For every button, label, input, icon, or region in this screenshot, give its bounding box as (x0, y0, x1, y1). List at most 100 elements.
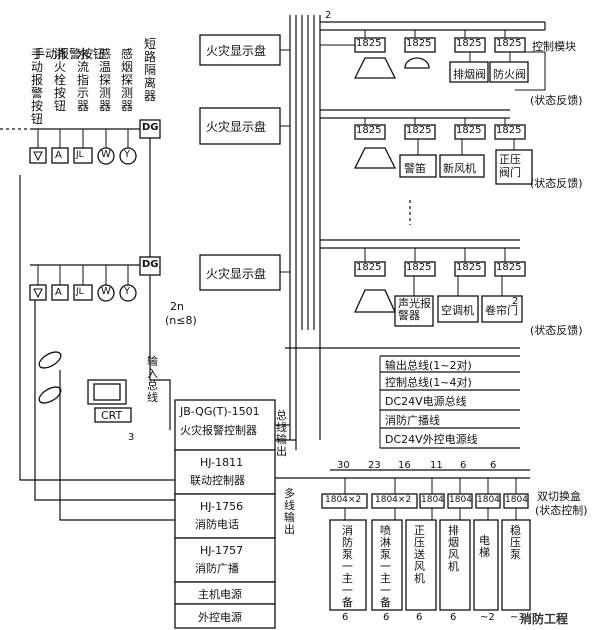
panel-main-power-name: 主机电源 (198, 588, 242, 601)
fresh-air-label: 新风机 (443, 162, 476, 175)
control-module-title: 控制模块 (532, 40, 576, 53)
smoke-valve-label: 排烟阀 (453, 68, 486, 81)
state-feedback-1: (状态反馈) (530, 94, 583, 107)
panel-linkage-name: 联动控制器 (190, 474, 245, 487)
symbol-y-2: Y (124, 286, 131, 297)
bottom-count-3: 6 (416, 612, 423, 623)
fire-display-panel-3 (199, 254, 281, 291)
bottom-count-2: 6 (383, 612, 390, 623)
air-conditioner-label: 空调机 (441, 304, 474, 317)
wire-count-top: 2 (325, 10, 332, 21)
fire-display-panel-2 (199, 107, 281, 145)
module-group-3 (353, 248, 526, 327)
detector-row-1 (29, 119, 161, 165)
roller-shutter-label: 卷帘门 (485, 304, 518, 317)
equip-elevator: 电梯 (479, 534, 490, 559)
equipment-row (329, 508, 531, 611)
equip-fire-pump: 消防泵一主一备 (342, 524, 353, 609)
speaker-icon (353, 289, 397, 313)
fire-damper-box (489, 61, 529, 83)
speaker-icon (353, 147, 397, 169)
panel-phone (174, 493, 276, 539)
equip-sprinkler-pump: 喷淋泵一主一备 (380, 524, 391, 609)
detector-label-1: 手动报警按钮 (33, 46, 105, 61)
bus-input-label: 输入总线 (147, 355, 158, 404)
symbol-jl-2: JL (76, 287, 84, 297)
panel-linkage-model: HJ-1811 (200, 456, 244, 469)
detector-label-smoke: 感烟探测器 (121, 47, 134, 113)
controller-model: JB-QG(T)-1501 (180, 405, 260, 418)
state-feedback-2: (状态反馈) (530, 177, 583, 190)
equip-pressure-fan: 正压送风机 (414, 524, 425, 585)
switch-box-2: 1804×2 (375, 495, 412, 505)
air-conditioner-box (437, 295, 479, 323)
top-count-6: 6 (490, 460, 497, 471)
switch-box-1: 1804×2 (325, 495, 362, 505)
fire-display-1-label: 火灾显示盘 (206, 44, 267, 58)
module-group-1 (353, 30, 546, 91)
module-1825: 1825 (356, 125, 382, 136)
isolator-label-1: DG (142, 122, 159, 133)
wire-count-crt: 3 (128, 432, 135, 443)
detector-label-heat: 感温探测器 (99, 47, 112, 113)
watermark-text: 消防工程 (520, 612, 569, 626)
heat-detector-icon (97, 147, 115, 165)
bottom-count-4: 6 (450, 612, 457, 623)
switch-box-4: 1804 (449, 495, 472, 505)
module-1825: 1825 (496, 125, 522, 136)
symbol-y-1: Y (124, 149, 131, 160)
wire-count-right: 2 (512, 296, 519, 307)
detector-row-2 (29, 256, 161, 302)
fire-display-3-label: 火灾显示盘 (206, 267, 267, 281)
top-count-3: 16 (398, 460, 411, 471)
legend-dc24-bus: DC24V电源总线 (385, 395, 467, 408)
detector-label-manual: 手动报警按钮 (31, 47, 44, 126)
panel-phone-name: 消防电话 (195, 518, 239, 531)
panel-phone-model: HJ-1756 (200, 500, 244, 513)
controller-box (174, 399, 276, 451)
equip-exhaust-fan: 排烟风机 (448, 524, 459, 573)
top-count-1: 30 (337, 460, 350, 471)
bottom-count-1: 6 (342, 612, 349, 623)
top-count-5: 6 (460, 460, 467, 471)
top-count-4: 11 (430, 460, 443, 471)
siren-label: 警笛 (404, 162, 426, 175)
switch-box-row (321, 478, 529, 509)
switch-box-6: 1804 (505, 495, 528, 505)
legend-control-bus: 控制总线(1~4对) (385, 376, 472, 389)
bus-output-label: 总线输出 (276, 409, 287, 458)
heat-detector-icon (97, 284, 115, 302)
bottom-count-6: ~3 (510, 612, 525, 623)
phone-icon-2 (38, 386, 62, 404)
pressure-valve-label: 正压阀门 (499, 153, 521, 179)
hydrant-button-icon (51, 284, 69, 301)
switch-box-3: 1804 (421, 495, 444, 505)
detector-label-hydrant: 消火栓按钮 (54, 47, 67, 113)
module-group-2 (353, 118, 533, 185)
bottom-count-5: ~2 (480, 612, 495, 623)
legend-broadcast: 消防广播线 (385, 414, 440, 427)
smoke-detector-icon (119, 284, 137, 302)
symbol-a-2: A (55, 287, 62, 298)
smoke-detector-icon (119, 147, 137, 165)
state-feedback-3: (状态反馈) (530, 324, 583, 337)
panel-broadcast-model: HJ-1757 (200, 544, 244, 557)
module-1825: 1825 (406, 262, 432, 273)
module-1825: 1825 (356, 38, 382, 49)
module-1825: 1825 (496, 262, 522, 273)
module-1825: 1825 (406, 125, 432, 136)
switch-subtitle: (状态控制) (535, 504, 588, 517)
crt-box (94, 407, 132, 423)
switch-title: 双切换盒 (537, 490, 581, 503)
panel-linkage (174, 449, 276, 495)
multi-line-label: 多线输出 (284, 487, 295, 536)
top-count-2: 23 (368, 460, 381, 471)
module-1825: 1825 (456, 262, 482, 273)
detector-label-isolator: 短路隔离器 (144, 37, 157, 103)
speaker-icon (353, 57, 397, 79)
panel-ext-power-name: 外控电源 (198, 611, 242, 624)
loop-limit: (n≤8) (165, 314, 197, 327)
fire-damper-label: 防火阀 (493, 68, 526, 81)
